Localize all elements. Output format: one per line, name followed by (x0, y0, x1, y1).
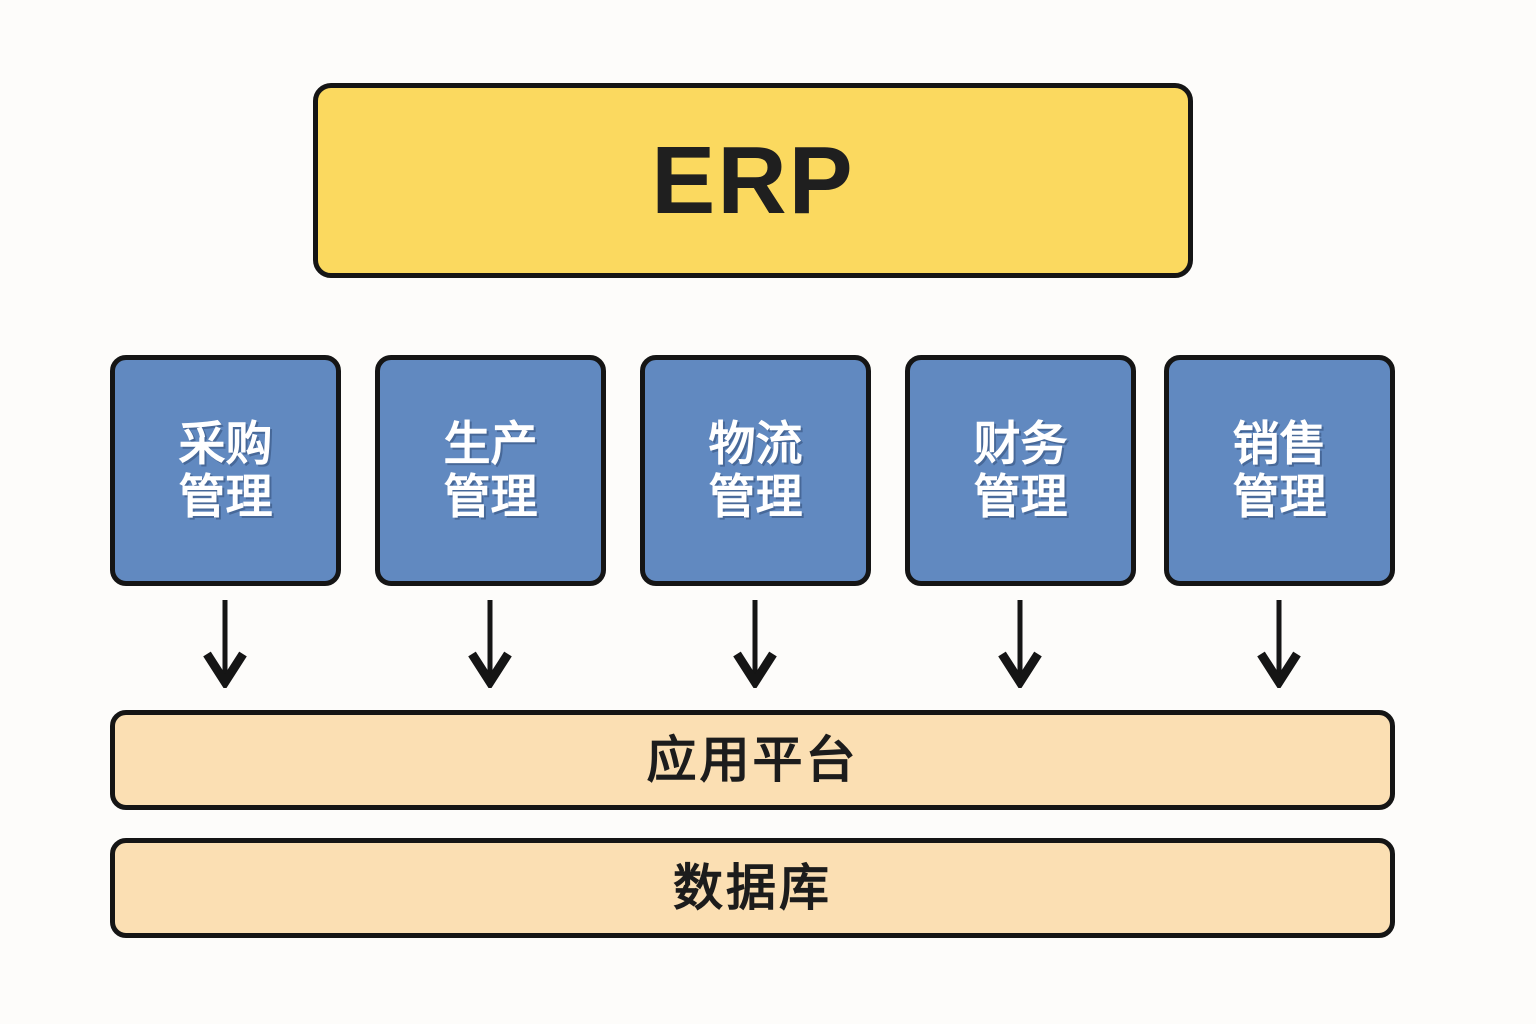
arrow-down-icon (998, 600, 1042, 688)
module-node-logistics[interactable]: 物流 管理 (640, 355, 871, 586)
arrow-down-icon (1257, 600, 1301, 688)
module-node-label: 生产 管理 (443, 416, 538, 523)
arrow-down-icon (733, 600, 777, 688)
module-node-label: 销售 管理 (1232, 416, 1327, 523)
layer-node-label: 数据库 (673, 859, 832, 916)
erp-node-label: ERP (651, 126, 855, 234)
module-node-procurement[interactable]: 采购 管理 (110, 355, 341, 586)
module-node-label: 物流 管理 (708, 416, 803, 523)
module-node-label: 采购 管理 (178, 416, 273, 523)
layer-node-application-platform[interactable]: 应用平台 (110, 710, 1395, 810)
layer-node-label: 应用平台 (646, 731, 859, 788)
module-node-label: 财务 管理 (973, 416, 1068, 523)
arrow-down-icon (203, 600, 247, 688)
erp-node[interactable]: ERP (313, 83, 1193, 278)
arrow-down-icon (468, 600, 512, 688)
module-node-production[interactable]: 生产 管理 (375, 355, 606, 586)
module-node-sales[interactable]: 销售 管理 (1164, 355, 1395, 586)
layer-node-database[interactable]: 数据库 (110, 838, 1395, 938)
module-node-finance[interactable]: 财务 管理 (905, 355, 1136, 586)
